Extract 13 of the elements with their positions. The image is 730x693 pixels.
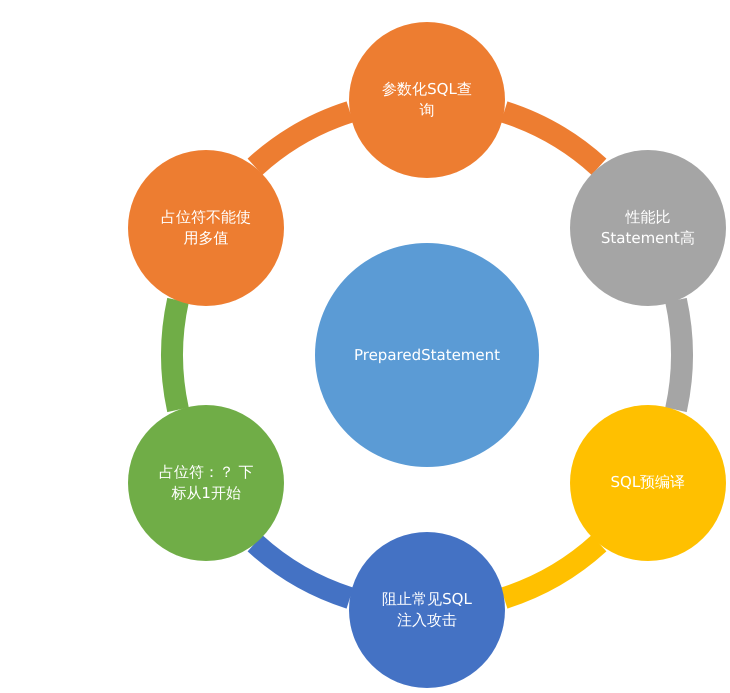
ring-arc [500,102,606,176]
circle-node: SQL预编译 [570,404,726,560]
circle-node: 性能比Statement高 [570,150,726,306]
ring-arc [161,298,189,412]
circle-node: 占位符不能使用多值 [128,150,284,306]
circle-node: 占位符：？ 下标从1开始 [128,404,284,560]
ring-arc [500,534,606,608]
ring-arc [665,298,693,412]
circle-node: 阻止常见SQL注入攻击 [349,532,505,688]
ring-arc [248,534,354,608]
circle-node: 参数化SQL查询 [349,22,505,178]
ring-arc [248,102,354,176]
circle-node: PreparedStatement [315,243,539,467]
